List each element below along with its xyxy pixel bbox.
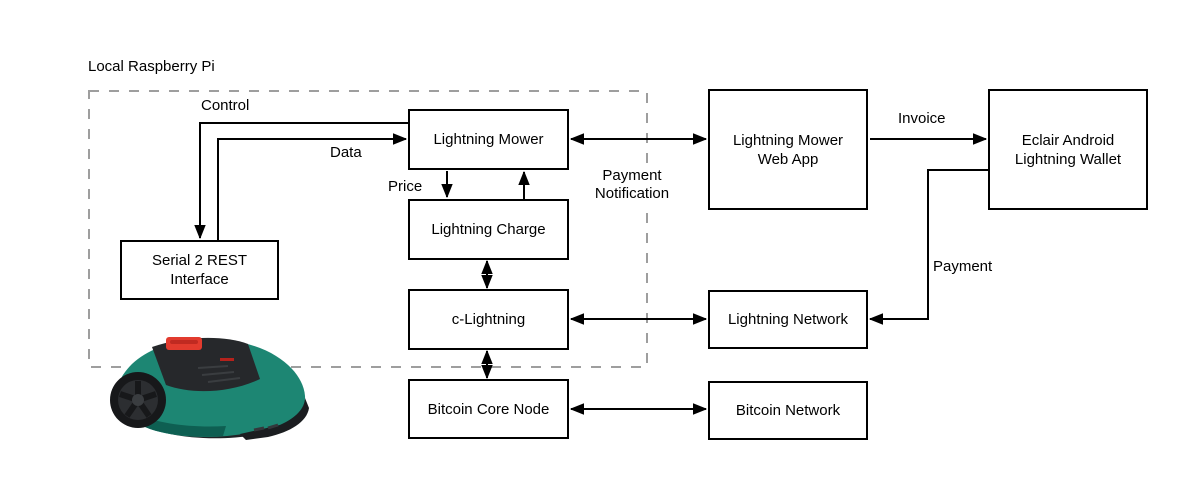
edge-label-payment-notification: Payment Notification [572,167,692,203]
mower-front-treads [253,423,279,432]
node-bitcoin-network: Bitcoin Network [708,381,868,440]
robot-mower-image [110,337,309,440]
group-label-local-raspberry-pi: Local Raspberry Pi [88,58,215,75]
mower-canopy [152,337,260,392]
node-lightning-charge: Lightning Charge [408,199,569,260]
edge-label-control: Control [199,97,252,115]
edge-data [217,139,406,240]
mower-vents [197,365,241,383]
edge-label-invoice: Invoice [896,110,948,128]
edge-payment [870,169,988,319]
edge-label-price: Price [386,178,425,196]
edge-control [200,122,408,238]
node-bitcoin-core-node: Bitcoin Core Node [408,379,569,439]
mower-logo-accent [220,358,234,361]
node-lightning-mower-web-app: Lightning Mower Web App [708,89,868,210]
node-c-lightning: c-Lightning [408,289,569,350]
mower-stop-button-detail [170,340,198,344]
node-lightning-network: Lightning Network [708,290,868,349]
edge-label-data: Data [328,144,364,162]
node-eclair-android-lightning-wallet: Eclair Android Lightning Wallet [988,89,1148,210]
raspberry-pi-group-border [88,90,648,368]
edge-label-payment: Payment [931,258,995,276]
node-lightning-mower: Lightning Mower [408,109,569,170]
mower-front-skirt [240,398,309,440]
mower-rear-wheel [110,372,166,428]
node-serial-2-rest-interface: Serial 2 REST Interface [120,240,279,300]
